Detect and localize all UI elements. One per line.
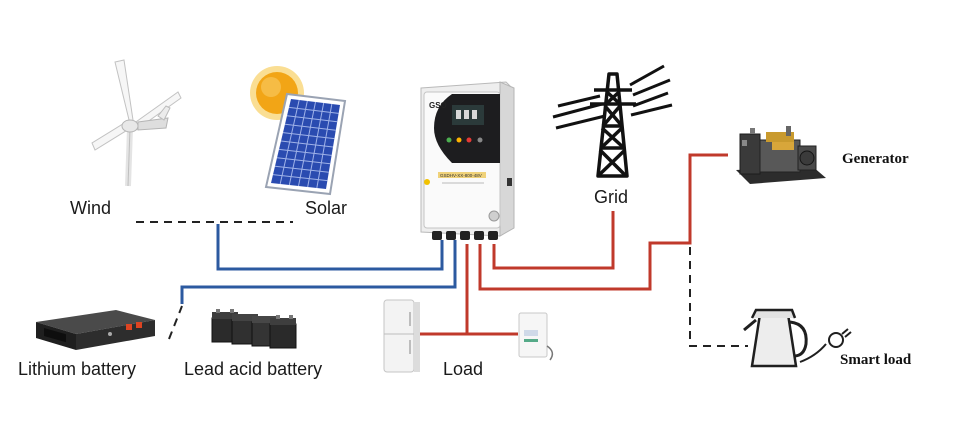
wall-charger-icon (518, 312, 554, 361)
inverter-icon: GSO GSDHV-XX-800-48V (420, 81, 515, 240)
signal-connections (136, 221, 748, 347)
grid-ac-line (492, 211, 615, 270)
dc-connections (180, 224, 457, 304)
inverter-model: GSDHV-XX-800-48V (440, 173, 482, 178)
solar-dc-line (216, 224, 444, 271)
kettle-icon (743, 308, 852, 368)
smart-load-label: Smart load (840, 352, 912, 368)
generator-icon (736, 126, 826, 184)
battery-dc-line (180, 240, 457, 304)
wind-label: Wind (70, 198, 112, 218)
solar-panel-icon (264, 92, 347, 196)
inverter-brand: GSO (429, 101, 447, 110)
load-label: Load (443, 359, 484, 379)
lithium-signal-line (168, 305, 183, 340)
grid-label: Grid (594, 187, 629, 207)
wind-turbine-icon (91, 59, 182, 187)
lithium-battery-icon (36, 310, 155, 350)
smart-load-signal-line (689, 247, 748, 347)
generator-label: Generator (842, 151, 909, 167)
generator-ac-line (478, 153, 728, 291)
fridge-icon (383, 299, 420, 373)
solar-label: Solar (305, 198, 348, 218)
lithium-battery-label: Lithium battery (18, 359, 137, 379)
lead-acid-battery-label: Lead acid battery (184, 359, 323, 379)
grid-tower-icon (552, 64, 673, 178)
ac-connections (418, 153, 728, 336)
lead-acid-battery-icon (211, 309, 297, 349)
